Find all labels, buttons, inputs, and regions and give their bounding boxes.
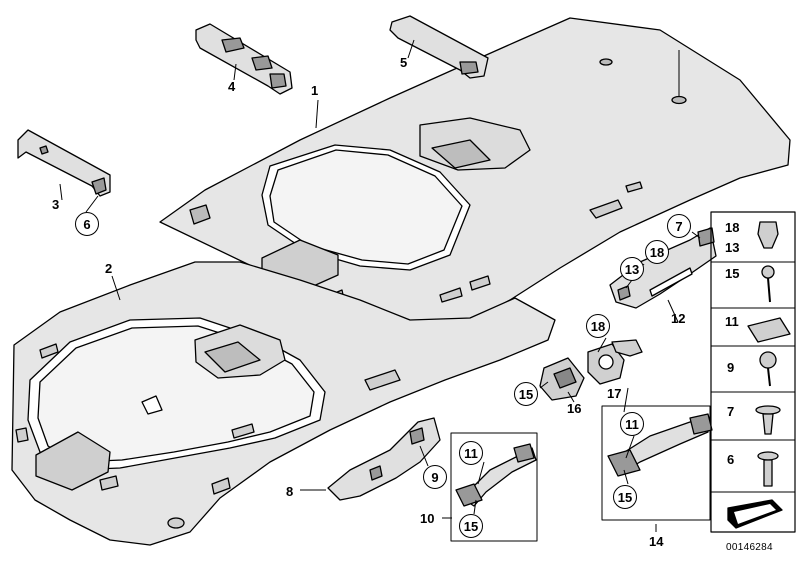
label-part-17: 17 [607, 386, 622, 401]
callout-18b: 18 [586, 314, 610, 338]
callout-11a: 11 [459, 441, 483, 465]
label-part-2: 2 [105, 261, 113, 276]
headliner-upper [159, 17, 791, 343]
legend-num-15: 15 [725, 266, 740, 281]
leader-lines [59, 39, 701, 532]
bracket-part-8 [327, 417, 441, 501]
bracket-part-5 [389, 15, 489, 79]
label-part-1: 1 [311, 83, 319, 98]
legend-num-9: 9 [727, 360, 735, 375]
label-part-4: 4 [228, 79, 236, 94]
callout-6: 6 [75, 212, 99, 236]
callout-15a: 15 [459, 514, 483, 538]
label-part-8: 8 [286, 484, 294, 499]
callout-15b: 15 [514, 382, 538, 406]
fastener-legend [710, 211, 796, 533]
document-id: 00146284 [726, 542, 773, 553]
label-part-3: 3 [52, 197, 60, 212]
bracket-part-4 [195, 23, 293, 95]
headliner-lower [11, 261, 556, 546]
callout-15c: 15 [613, 485, 637, 509]
callout-7: 7 [667, 214, 691, 238]
callout-18a: 18 [645, 240, 669, 264]
legend-num-13: 13 [725, 240, 740, 255]
legend-num-6: 6 [727, 452, 735, 467]
label-part-10: 10 [420, 511, 435, 526]
bracket-part-3 [17, 129, 111, 197]
callout-9: 9 [423, 465, 447, 489]
label-part-12: 12 [671, 311, 686, 326]
clip-part-17 [587, 339, 643, 385]
legend-num-7: 7 [727, 404, 735, 419]
callout-11b: 11 [620, 412, 644, 436]
label-part-16: 16 [567, 401, 582, 416]
grab-handle-part-10 [450, 432, 538, 542]
label-part-14: 14 [649, 534, 664, 549]
clip-part-16 [539, 357, 585, 401]
grab-handle-part-14 [601, 405, 713, 521]
legend-num-18: 18 [725, 220, 740, 235]
legend-num-11: 11 [725, 314, 739, 329]
callout-13: 13 [620, 257, 644, 281]
label-part-5: 5 [400, 55, 408, 70]
